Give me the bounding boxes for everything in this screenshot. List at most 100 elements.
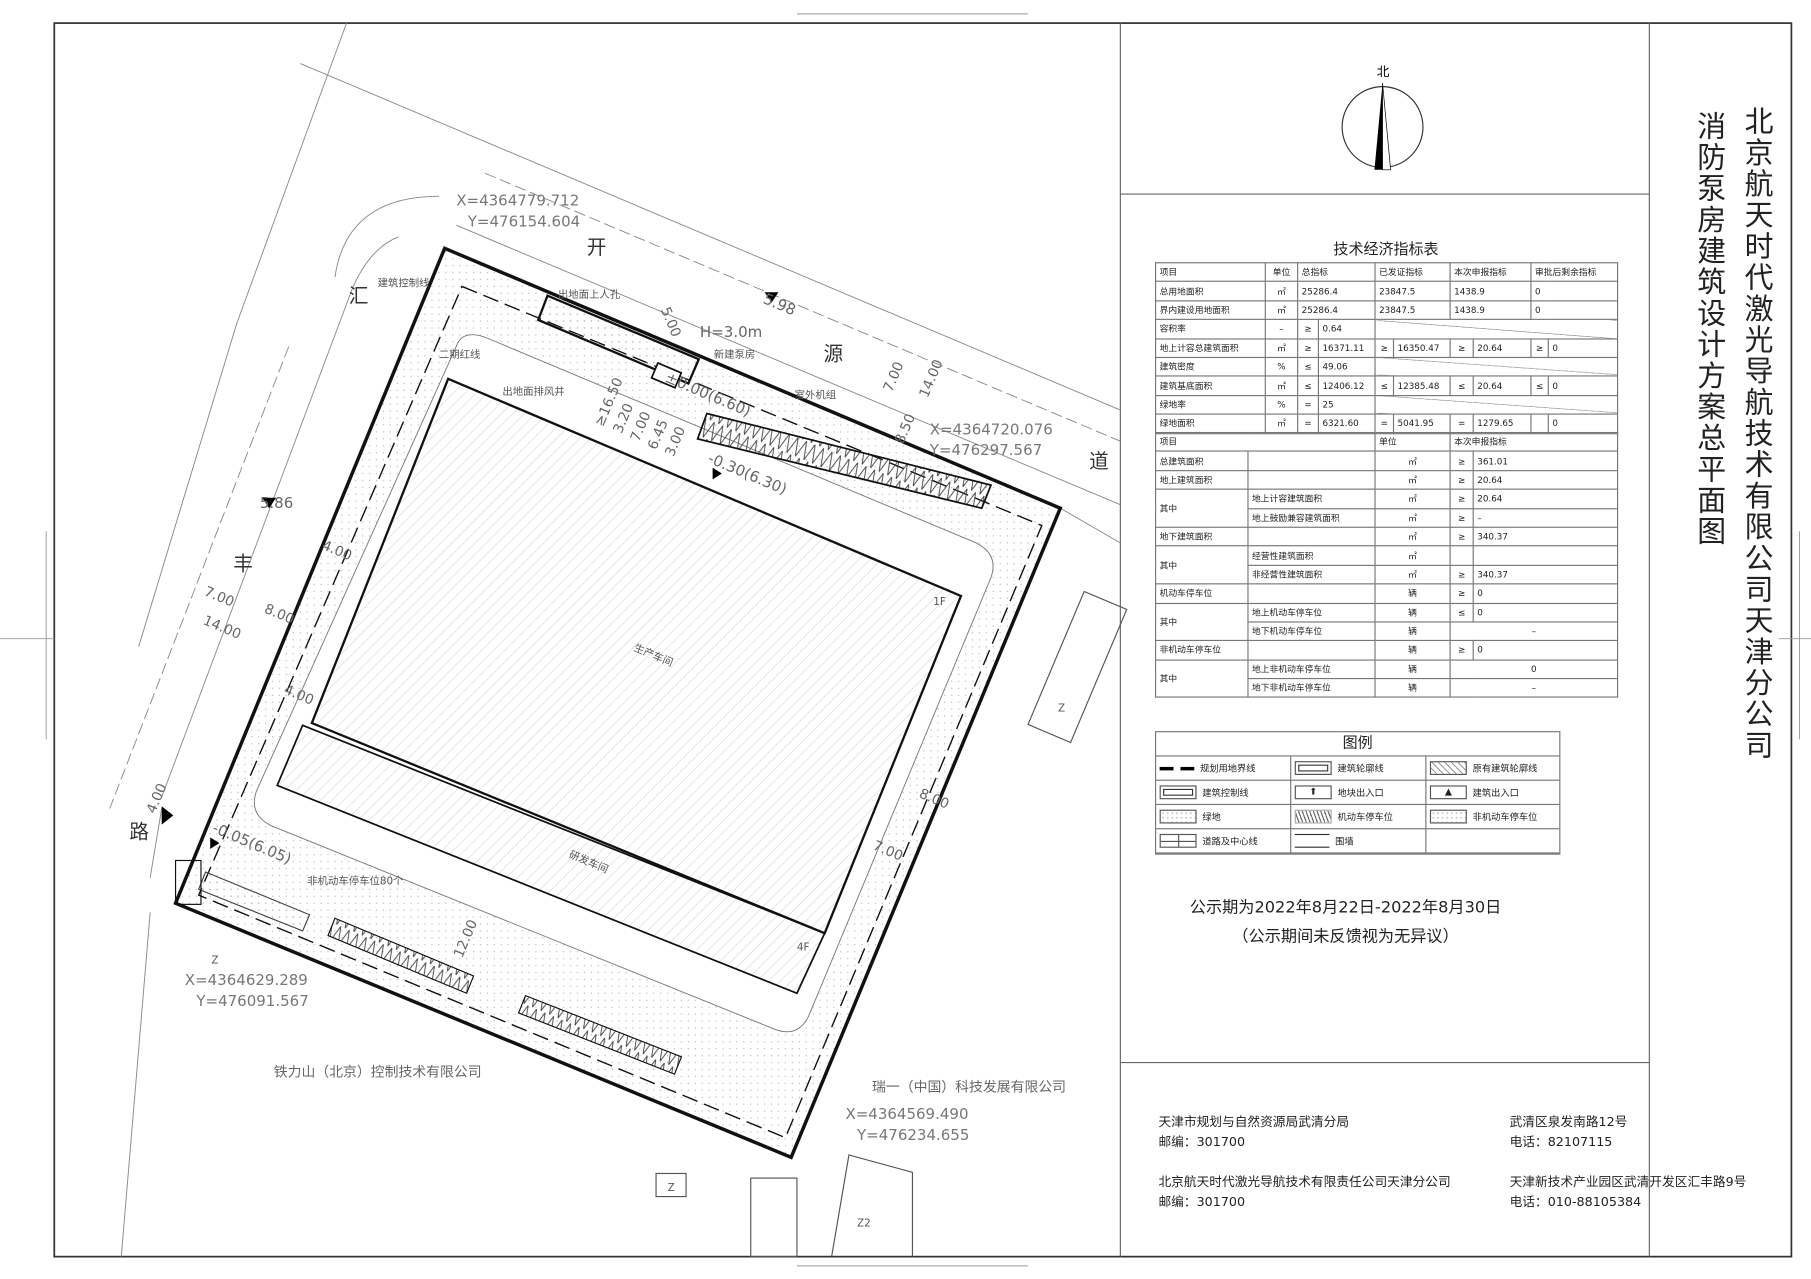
unit-cell: ㎡ xyxy=(1374,469,1451,490)
coord-se-x: X=4364569.490 xyxy=(845,1105,968,1123)
value-cell: 0 xyxy=(1472,602,1619,623)
legend-title: 图例 xyxy=(1156,732,1560,757)
contact-company-address: 天津新技术产业园区武清开发区汇丰路9号 电话：010-88105384 xyxy=(1510,1172,1747,1211)
operator-cell: ≤ xyxy=(1297,375,1320,396)
coord-ne-y: Y=476297.567 xyxy=(929,441,1042,459)
unit-cell: – xyxy=(1264,318,1299,340)
row-label: 地上计容总建筑面积 xyxy=(1155,337,1266,359)
row-group-label: 其中 xyxy=(1155,545,1249,585)
label-bike-parking: 非机动车停车位80个 xyxy=(307,875,404,888)
notice-period: 公示期为2022年8月22日-2022年8月30日 xyxy=(1189,898,1502,918)
value-cell: – xyxy=(1449,678,1619,699)
dimension: 7.00 xyxy=(881,360,908,395)
value-cell: 0 xyxy=(1530,281,1619,302)
label-4f: 4F xyxy=(797,942,810,954)
road-name-char: 源 xyxy=(824,342,844,365)
dimension: 5.00 xyxy=(657,305,684,340)
unit-cell: ㎡ xyxy=(1374,526,1451,547)
road-name-char: 汇 xyxy=(349,285,369,308)
row-label: 地下非机动车停车位 xyxy=(1247,678,1376,699)
tech-table-title: 技术经济指标表 xyxy=(1333,241,1439,259)
contact-org: 天津市规划与自然资源局武清分局 xyxy=(1158,1114,1350,1130)
hatched-rectangle-icon xyxy=(1429,761,1467,776)
value-cell: 25286.4 xyxy=(1297,281,1376,302)
operator-cell: = xyxy=(1297,413,1320,434)
table-row: 地下非机动车停车位辆– xyxy=(1156,678,1619,699)
contact-postcode: 邮编：301700 xyxy=(1158,1134,1246,1150)
unit-cell: ㎡ xyxy=(1374,545,1451,566)
value-cell: 1438.9 xyxy=(1449,300,1532,321)
contact-phone: 电话：010-88105384 xyxy=(1509,1194,1642,1210)
column-header: 单位 xyxy=(1264,262,1299,283)
row-label: 地上机动车停车位 xyxy=(1247,602,1376,623)
empty-cell xyxy=(1374,318,1619,340)
dotted-fill-icon xyxy=(1159,809,1197,824)
column-header: 项目 xyxy=(1155,431,1376,453)
legend-label: 原有建筑轮廓线 xyxy=(1472,762,1538,774)
value-cell: 20.64 xyxy=(1472,337,1532,359)
operator-cell: ≥ xyxy=(1449,507,1474,528)
zigzag-fill-icon xyxy=(1294,809,1332,824)
coord-sw-x: X=4364629.289 xyxy=(185,971,308,989)
operator-cell: ≥ xyxy=(1297,337,1320,359)
road-name-char: 丰 xyxy=(233,553,253,576)
legend-label: 围墙 xyxy=(1335,835,1354,847)
table-row: 绿地率%=25 xyxy=(1155,394,1619,415)
table-row: 容积率–≥0.64 xyxy=(1155,318,1619,340)
table-header-row: 项目单位总指标已发证指标本次申报指标审批后剩余指标 xyxy=(1155,262,1619,283)
legend-label: 建筑轮廓线 xyxy=(1337,762,1384,774)
value-cell: 5041.95 xyxy=(1392,413,1451,434)
label-phase2-line: 二期红线 xyxy=(439,348,481,361)
operator-cell: = xyxy=(1297,394,1320,415)
value-cell: 20.64 xyxy=(1472,488,1619,509)
unit-cell: 辆 xyxy=(1374,583,1451,604)
legend-item: 非机动车停车位 xyxy=(1426,805,1560,830)
new-pump-room xyxy=(650,361,683,389)
value-cell: 0 xyxy=(1547,337,1619,359)
row-label: 界内建设用地面积 xyxy=(1155,300,1266,321)
dashed-thick-line-icon xyxy=(1159,762,1195,774)
operator-cell: ≥ xyxy=(1297,318,1320,340)
legend-item: 建筑控制线 xyxy=(1156,780,1292,806)
legend-item xyxy=(1426,829,1560,854)
operator-cell: ≥ xyxy=(1530,337,1549,359)
label-control-line: 建筑控制线 xyxy=(378,276,430,289)
row-label: 建筑密度 xyxy=(1155,356,1266,377)
row-label xyxy=(1247,583,1376,604)
legend-item: 规划用地界线 xyxy=(1156,756,1292,781)
coord-se-y: Y=476234.655 xyxy=(856,1126,969,1144)
unit-cell: 辆 xyxy=(1374,678,1451,699)
row-label: 地上非机动车停车位 xyxy=(1247,659,1376,680)
label-pump-room: 新建泵房 xyxy=(714,348,756,361)
value-cell: 20.64 xyxy=(1472,469,1619,490)
unit-cell: ㎡ xyxy=(1264,337,1299,359)
road-crossing-icon xyxy=(1159,833,1197,848)
legend-label: 非机动车停车位 xyxy=(1472,811,1538,822)
row-group-label: 其中 xyxy=(1155,488,1249,528)
sheet-border xyxy=(53,22,1793,1258)
value-cell: 16350.47 xyxy=(1392,337,1451,359)
contact-phone: 电话：82107115 xyxy=(1509,1134,1613,1150)
row-label: 总用地面积 xyxy=(1155,281,1266,302)
coord-nw-x: X=4364779.712 xyxy=(456,192,579,210)
label-road-elev-top: 5.98 xyxy=(761,290,799,320)
column-header: 已发证指标 xyxy=(1374,262,1451,283)
pump-area xyxy=(536,294,701,385)
project-title: 北京航天时代激光导航技术有限公司天津分公司 xyxy=(1740,106,1775,762)
value-cell: 1438.9 xyxy=(1449,281,1532,302)
label-manhole: 出地面上人孔 xyxy=(558,288,621,301)
row-label: 绿地面积 xyxy=(1155,413,1266,434)
bracket-outline-icon xyxy=(1159,785,1197,800)
north-arrow-icon: 北 xyxy=(1341,64,1424,171)
unit-cell: ㎡ xyxy=(1264,300,1299,321)
column-header: 审批后剩余指标 xyxy=(1530,262,1619,283)
label-zone-z: Z xyxy=(1058,702,1065,714)
